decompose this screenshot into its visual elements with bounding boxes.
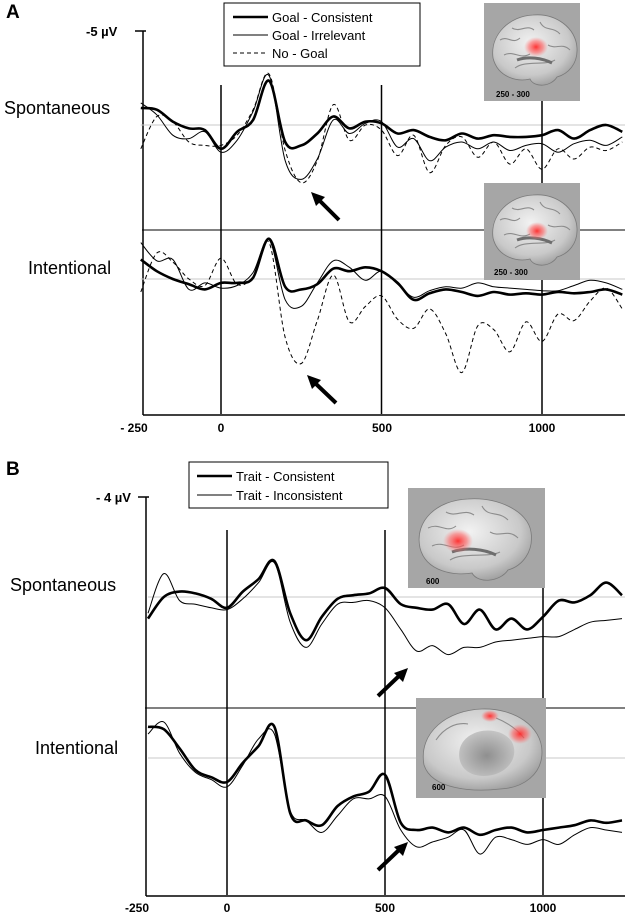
brain-sulci-icon	[499, 21, 571, 69]
panel-a-row-label-spontaneous: Spontaneous	[4, 98, 110, 118]
brain-map-time-label: 250 - 300	[496, 90, 530, 99]
panel-b-letter: B	[6, 459, 20, 480]
panel-b-legend-box	[188, 461, 389, 509]
arrow-icon	[376, 673, 402, 698]
brain-sylvian-fissure-icon	[516, 56, 553, 65]
panel-b-tick-label: 500	[375, 901, 395, 915]
series-line-no-goal-intentional	[140, 240, 623, 374]
brain-map-a-intentional: 250 - 300	[484, 183, 580, 280]
panel-a-unit-label: -5 µV	[86, 24, 118, 39]
brain-map-time-label: 600	[432, 783, 446, 792]
panel-b-legend: Trait - Consistent Trait - Inconsistent	[188, 461, 389, 509]
arrow-icon	[316, 197, 341, 222]
arrow-icon	[312, 380, 338, 405]
brain-activation-hotspot-icon	[524, 37, 548, 57]
series-line-trait-inconsistent-intentional	[147, 721, 623, 855]
legend-label-goal-irrelevant: Goal - Irrelevant	[272, 28, 366, 43]
legend-label-trait-consistent: Trait - Consistent	[236, 469, 335, 484]
arrowhead-icon	[394, 842, 408, 856]
panel-a-tick-label: - 250	[120, 421, 148, 435]
brain-map-a-spontaneous: 250 - 300	[484, 3, 580, 101]
series-line-trait-consistent-intentional	[147, 722, 623, 837]
panel-a-tick-label: 0	[218, 421, 225, 435]
arrow-icon	[376, 847, 402, 872]
panel-b-tick-label: -250	[125, 901, 149, 915]
arrowhead-icon	[311, 192, 325, 206]
panel-a: A -5 µV - 250 0 500 1000 Spontaneous Int…	[4, 2, 625, 435]
arrowhead-icon	[307, 375, 321, 389]
panel-b-row-label-intentional: Intentional	[35, 738, 118, 758]
brain-activation-hotspot-icon	[481, 710, 499, 722]
brain-map-time-label: 600	[426, 577, 440, 586]
brain-activation-hotspot-icon	[508, 724, 532, 744]
brain-icon	[418, 498, 532, 581]
brain-map-b-spontaneous: 600	[408, 488, 545, 588]
series-line-goal-irrelevant-intentional	[140, 239, 623, 309]
brain-map-b-intentional: 600	[416, 698, 546, 798]
series-line-trait-consistent-spontaneous	[146, 558, 623, 642]
brain-activation-hotspot-icon	[443, 529, 473, 553]
panel-a-row-label-intentional: Intentional	[28, 258, 111, 278]
panel-b-unit-label: - 4 µV	[96, 490, 131, 505]
panel-a-letter: A	[6, 2, 20, 23]
legend-label-no-goal: No - Goal	[272, 46, 328, 61]
panel-a-tick-labels: - 250 0 500 1000	[120, 421, 555, 435]
brain-medial-surface-icon	[459, 730, 515, 776]
panel-b-tick-labels: -250 0 500 1000	[125, 901, 557, 915]
panel-b: B - 4 µV -250 0 500 1000 Spontaneous Int…	[6, 459, 625, 915]
arrowhead-icon	[394, 668, 408, 682]
panel-a-tick-label: 1000	[529, 421, 556, 435]
series-line-trait-inconsistent-spontaneous	[147, 561, 623, 656]
brain-map-time-label: 250 - 300	[494, 268, 528, 277]
series-line-goal-irrelevant-spontaneous	[140, 73, 623, 180]
legend-label-goal-consistent: Goal - Consistent	[272, 10, 373, 25]
series-line-no-goal-spontaneous	[140, 72, 623, 184]
panel-a-plot-area	[140, 72, 625, 414]
panel-a-tick-label: 500	[372, 421, 392, 435]
panel-b-row-label-spontaneous: Spontaneous	[10, 575, 116, 595]
brain-activation-hotspot-icon	[526, 222, 548, 240]
panel-a-legend: Goal - Consistent Goal - Irrelevant No -…	[223, 2, 421, 67]
panel-b-tick-label: 1000	[530, 901, 557, 915]
series-line-goal-consistent-spontaneous	[140, 79, 623, 151]
legend-label-trait-inconsistent: Trait - Inconsistent	[236, 488, 343, 503]
brain-sulci-icon	[499, 201, 571, 249]
panel-b-tick-label: 0	[224, 901, 231, 915]
panel-b-plot-area	[146, 530, 625, 895]
